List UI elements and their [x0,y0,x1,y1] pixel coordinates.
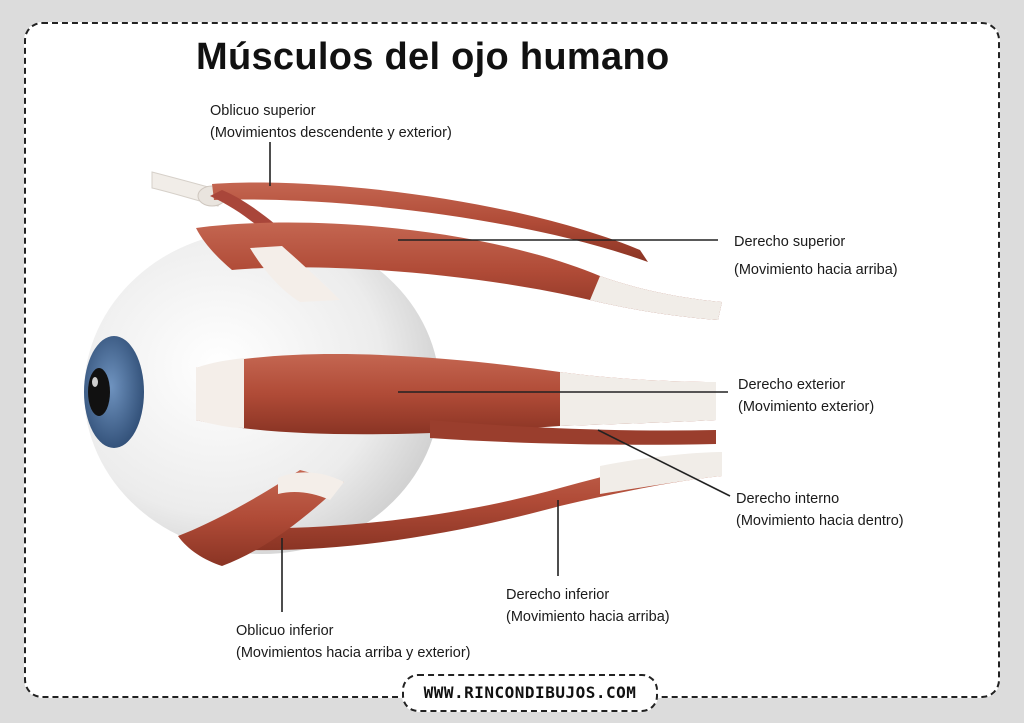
iris [84,336,144,448]
label-name: Derecho interno [736,491,840,507]
label-derecho-exterior: Derecho exterior (Movimiento exterior) [738,374,874,418]
label-desc: (Movimiento hacia dentro) [736,513,904,529]
label-name: Derecho inferior [506,587,610,603]
label-derecho-superior: Derecho superior (Movimiento hacia arrib… [734,228,898,284]
website-watermark: WWW.RINCONDIBUJOS.COM [402,674,658,712]
label-oblicuo-superior: Oblicuo superior (Movimientos descendent… [210,100,452,144]
label-desc: (Movimiento exterior) [738,399,875,415]
leader-derecho-interno [597,429,731,497]
label-desc: (Movimientos hacia arriba y exterior) [236,645,471,661]
label-desc: (Movimientos descendente y exterior) [210,125,452,141]
oblicuo-superior-muscle [212,182,648,262]
derecho-superior-muscle [196,222,722,320]
label-desc: (Movimiento hacia arriba) [734,262,898,278]
label-derecho-inferior: Derecho inferior (Movimiento hacia arrib… [506,584,670,628]
label-name: Oblicuo superior [210,103,316,119]
label-name: Oblicuo inferior [236,623,334,639]
label-name: Derecho exterior [738,377,846,393]
oblicuo-inferior-muscle [178,470,344,566]
label-desc: (Movimiento hacia arriba) [506,609,670,625]
pupil [88,368,110,416]
label-oblicuo-inferior: Oblicuo inferior (Movimientos hacia arri… [236,620,471,664]
derecho-interno-muscle [430,420,716,445]
label-name: Derecho superior [734,234,846,250]
page-title: Músculos del ojo humano [196,36,670,78]
label-derecho-interno: Derecho interno (Movimiento hacia dentro… [736,488,904,532]
